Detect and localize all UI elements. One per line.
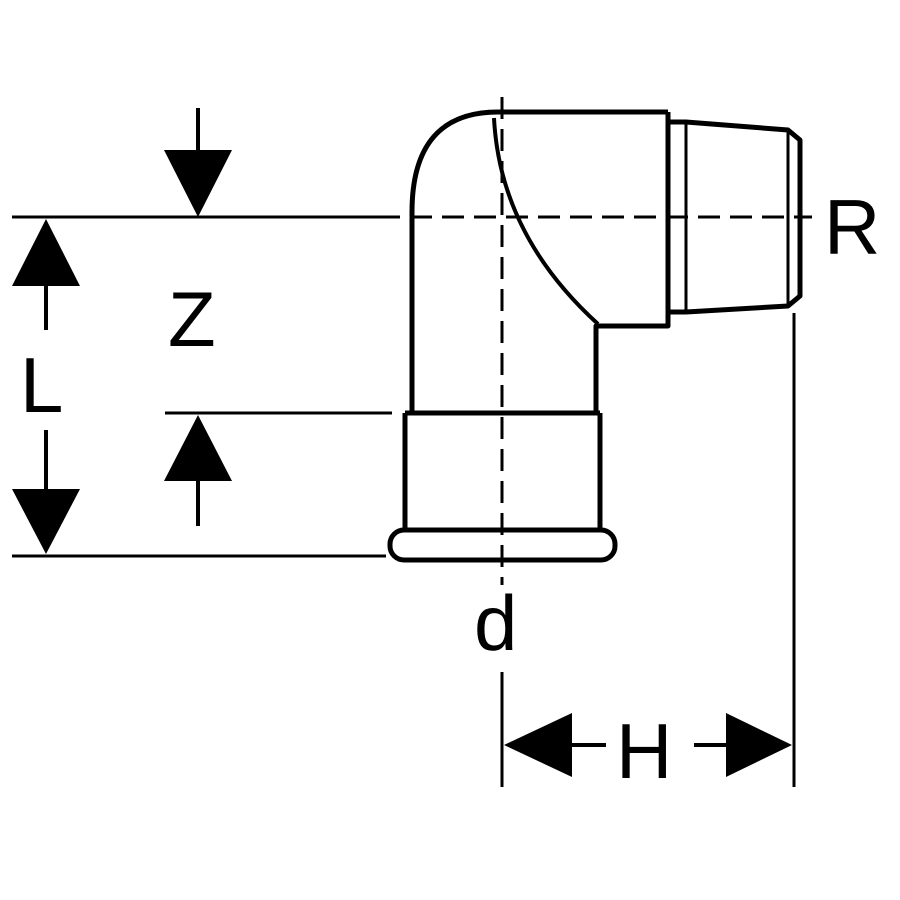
label-z: Z <box>168 275 216 363</box>
h-dimension <box>504 713 792 777</box>
label-d: d <box>474 579 517 667</box>
label-l: L <box>20 341 63 429</box>
label-h: H <box>616 707 672 795</box>
z-dimension <box>164 108 232 526</box>
l-bottom-arrowhead <box>12 489 80 554</box>
z-top-arrowhead <box>164 150 232 217</box>
inner-curve <box>492 117 600 326</box>
dimension-lines <box>12 215 796 787</box>
l-top-arrowhead <box>12 219 80 286</box>
center-lines <box>410 97 812 585</box>
elbow-outline <box>409 109 671 415</box>
l-dimension <box>12 219 80 554</box>
z-bottom-arrowhead <box>164 415 232 481</box>
elbow-body <box>387 109 803 563</box>
h-left-arrowhead <box>504 713 572 777</box>
label-r: R <box>824 183 880 271</box>
h-right-arrowhead <box>726 713 792 777</box>
press-sleeve <box>402 410 603 530</box>
